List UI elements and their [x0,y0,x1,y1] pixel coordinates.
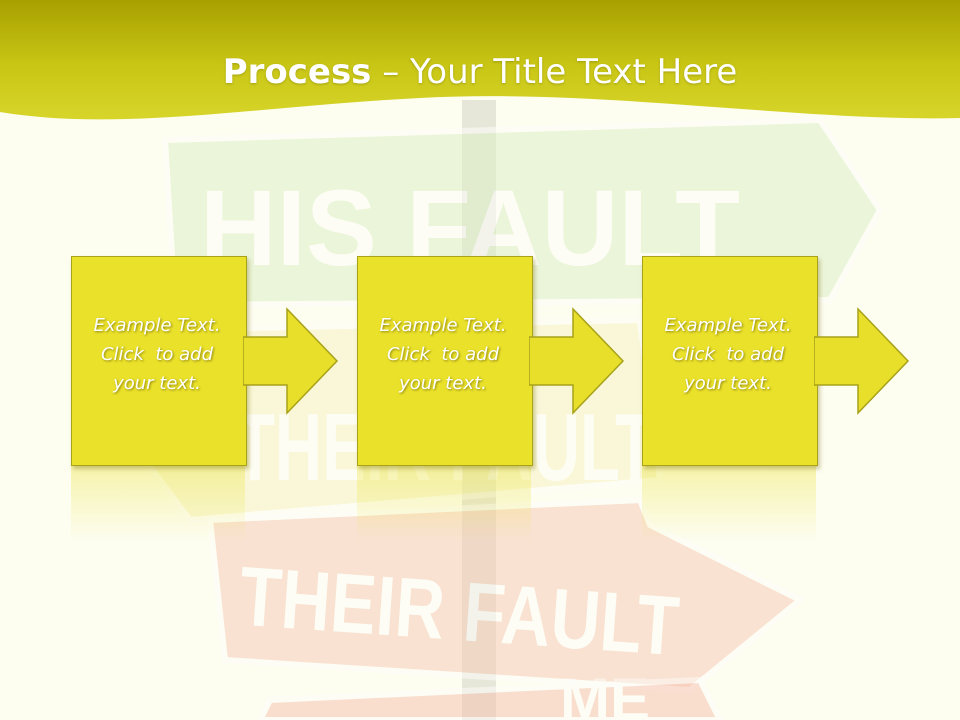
title-rest: – Your Title Text Here [371,52,738,92]
step-text-line3: your text. [684,373,772,394]
step-text[interactable]: Example Text. Click to add your text. [357,311,529,398]
step-text-line2: Click to add [671,344,784,365]
step-text-line3: your text. [399,373,487,394]
their-fault-sign: THEIR FAULT [206,496,806,694]
title-bold: Process [222,52,372,92]
step-text-line1: Example Text. [379,315,507,336]
step-text-line3: your text. [113,373,201,394]
step-box [71,256,247,466]
step-box [642,256,818,466]
step-text-line1: Example Text. [93,315,221,336]
step-text-line2: Click to add [386,344,499,365]
process-step-3[interactable]: Example Text. Click to add your text. [642,256,818,541]
sign-text-me: ME [560,666,650,720]
right-arrow-icon [243,307,339,415]
process-step-1[interactable]: Example Text. Click to add your text. [71,256,247,541]
step-text[interactable]: Example Text. Click to add your text. [642,311,814,398]
step-text-line1: Example Text. [664,315,792,336]
step-text-line2: Click to add [100,344,213,365]
header-band [0,0,960,120]
right-arrow-icon [529,307,625,415]
step-reflection [642,466,816,541]
right-arrow-icon [814,307,910,415]
process-step-2[interactable]: Example Text. Click to add your text. [357,256,533,541]
step-box [357,256,533,466]
step-reflection [357,466,531,541]
me-sign: ME [256,666,724,720]
step-reflection [71,466,245,541]
slide-title[interactable]: Process – Your Title Text Here [0,52,960,92]
step-text[interactable]: Example Text. Click to add your text. [71,311,243,398]
